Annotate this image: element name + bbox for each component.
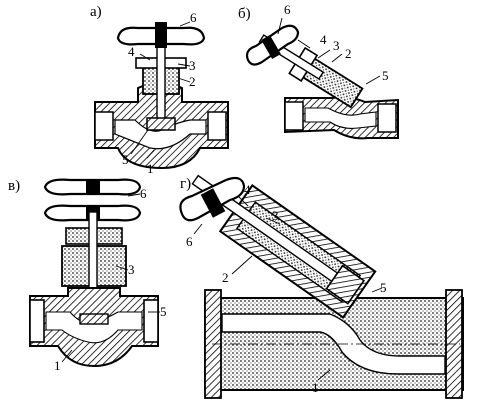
outlet-flange-a xyxy=(207,111,227,141)
callout-b-4: 4 xyxy=(320,32,327,47)
callout-g-4: 4 xyxy=(244,182,251,197)
callout-a-6: 6 xyxy=(190,10,197,25)
panel-label-g: г) xyxy=(180,176,191,192)
callout-a-3: 3 xyxy=(189,58,196,73)
flow-passage-g xyxy=(221,313,446,375)
callout-v-1: 1 xyxy=(54,358,61,373)
callout-g-5: 5 xyxy=(380,280,387,295)
panel-g: г) 1 2 3 4 5 6 xyxy=(179,174,464,399)
panel-label-v: в) xyxy=(8,178,20,194)
disc-g xyxy=(325,264,366,305)
disc-a xyxy=(146,117,176,131)
callout-g-3: 3 xyxy=(272,208,279,223)
callout-v-6: 6 xyxy=(140,186,147,201)
callout-a-1: 1 xyxy=(147,161,154,176)
disc-v xyxy=(79,313,109,325)
inlet-flange-v xyxy=(29,299,45,343)
callout-v-5: 5 xyxy=(160,304,167,319)
callout-g-1: 1 xyxy=(312,380,319,395)
panel-label-a: а) xyxy=(90,4,102,20)
callout-b-5: 5 xyxy=(382,68,389,83)
inlet-flange-a xyxy=(94,111,114,141)
callout-a-4: 4 xyxy=(128,44,135,59)
flow-chamber-a xyxy=(114,119,207,150)
callout-b-3: 3 xyxy=(333,38,340,53)
panel-a: а) 1 2 3 4 5 6 xyxy=(90,4,229,176)
inlet-flange-b xyxy=(284,101,304,131)
callout-g-2: 2 xyxy=(222,270,229,285)
callout-b-2: 2 xyxy=(345,46,352,61)
panel-v: в) 1 3 5 6 xyxy=(8,178,167,373)
panel-label-b: б) xyxy=(238,6,251,22)
outlet-flange-v xyxy=(143,299,159,343)
callout-a-2: 2 xyxy=(189,74,196,89)
callout-v-3: 3 xyxy=(128,262,135,277)
callout-a-5: 5 xyxy=(122,152,129,167)
outlet-flange-b xyxy=(377,103,397,133)
panel-b: б) 2 3 4 5 6 xyxy=(238,2,399,140)
callout-b-6: 6 xyxy=(284,2,291,17)
callout-g-6: 6 xyxy=(186,234,193,249)
